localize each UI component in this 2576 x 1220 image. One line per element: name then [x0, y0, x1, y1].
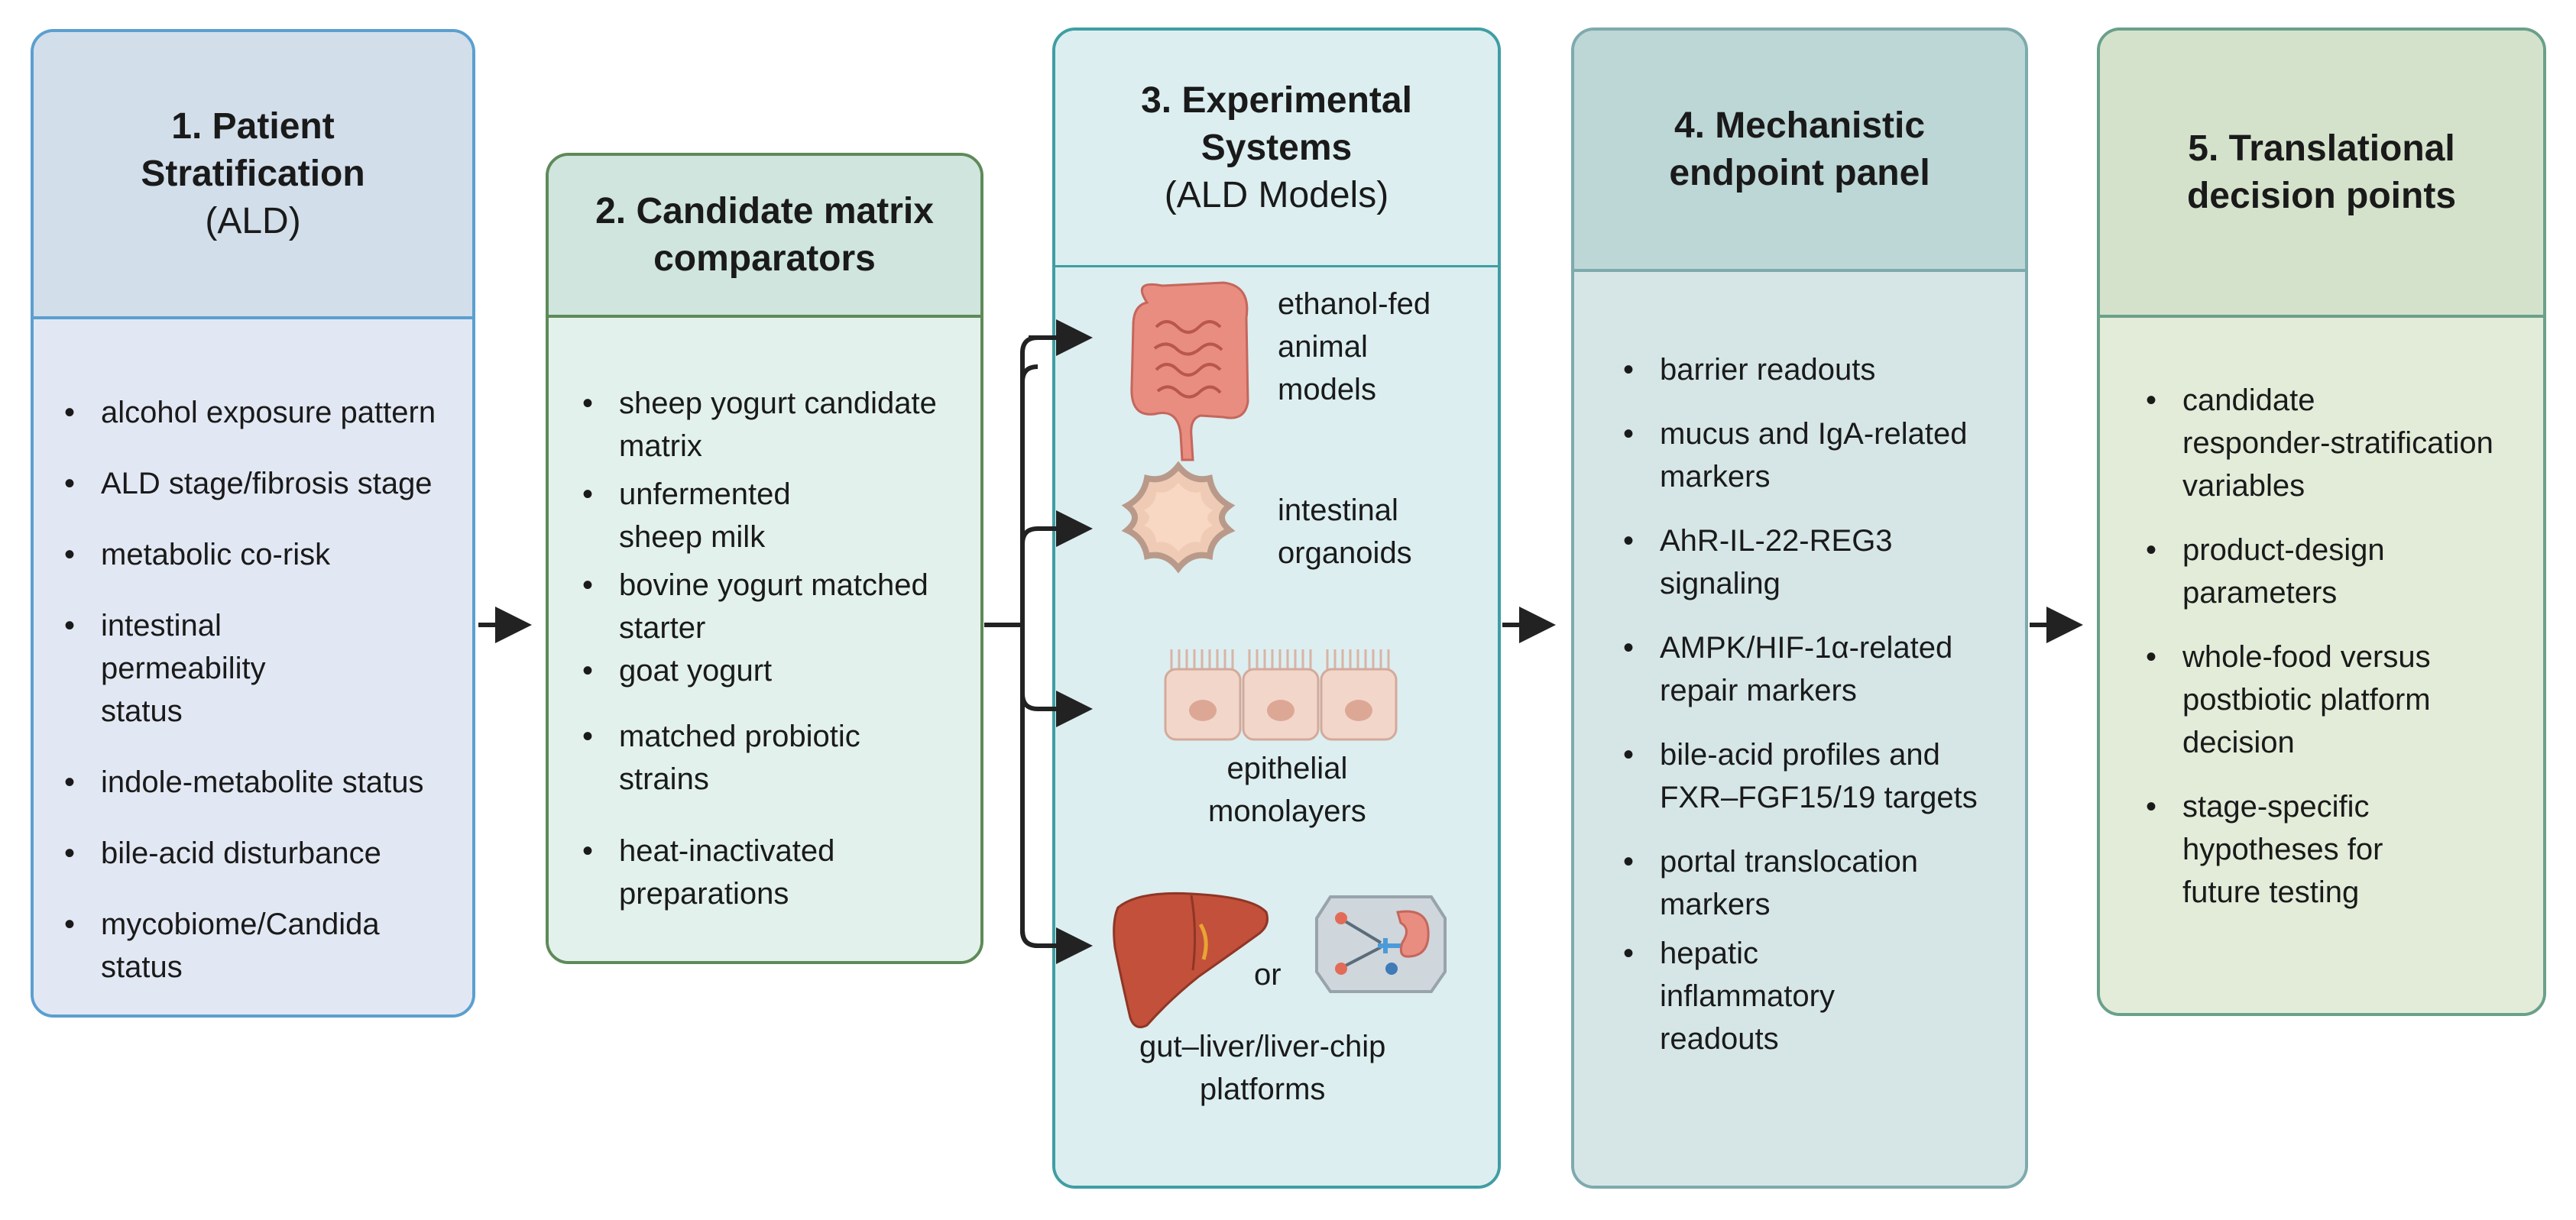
- panel-body: barrier readouts mucus and IgA-related m…: [1574, 272, 2025, 1186]
- list-item: sheep yogurt candidate matrix: [582, 382, 980, 468]
- arrow-branch-top: [1020, 335, 1039, 625]
- arrow-to-organ-chip: [1020, 927, 1093, 964]
- panel-header: 2. Candidate matrix comparators: [549, 156, 980, 318]
- list-item: bovine yogurt matched starter: [582, 564, 980, 649]
- list-item: bile-acid disturbance: [64, 832, 472, 875]
- arrow-to-organoids: [1020, 510, 1093, 547]
- panel-title: 3. Experimental Systems: [1141, 79, 1412, 168]
- panel-translational-decision-points: 5. Translational decision points candida…: [2097, 28, 2546, 1016]
- arrow-to-monolayers: [1020, 691, 1093, 727]
- list-item: metabolic co-risk: [64, 533, 472, 576]
- panel-subtitle: (ALD): [205, 201, 301, 241]
- panel-candidate-matrix-comparators: 2. Candidate matrix comparators sheep yo…: [546, 153, 983, 964]
- list-item: AhR-IL-22-REG3 signaling: [1623, 519, 2025, 605]
- list-item: portal translocation markers: [1623, 840, 2025, 926]
- list-item: AMPK/HIF-1α-related repair markers: [1623, 626, 2025, 712]
- panel-title: 5. Translational decision points: [2186, 128, 2457, 216]
- list-item: product-design parameters: [2146, 529, 2543, 614]
- item-list: sheep yogurt candidate matrix unfermente…: [582, 382, 980, 915]
- panel-header: 4. Mechanistic endpoint panel: [1574, 31, 2025, 272]
- list-item: indole-metabolite status: [64, 761, 472, 804]
- list-item: alcohol exposure pattern: [64, 391, 472, 434]
- list-item: intestinal permeability status: [64, 604, 472, 733]
- panel-patient-stratification: 1. Patient Stratification (ALD) alcohol …: [31, 29, 475, 1018]
- list-item: stage-specific hypotheses for future tes…: [2146, 785, 2543, 914]
- list-item: matched probiotic strains: [582, 715, 980, 801]
- liver-icon: [1113, 892, 1269, 1028]
- item-list: alcohol exposure pattern ALD stage/fibro…: [64, 391, 472, 989]
- panel-title: 1. Patient Stratification: [141, 106, 365, 194]
- list-item: unfermented sheep milk: [582, 473, 980, 558]
- list-item: heat-inactivated preparations: [582, 830, 980, 915]
- organ-chip-icon: [1315, 895, 1447, 993]
- organoid-icon: [1121, 461, 1236, 574]
- panel-experimental-systems: 3. Experimental Systems (ALD Models) eth…: [1052, 28, 1501, 1189]
- list-item: ALD stage/fibrosis stage: [64, 462, 472, 505]
- panel-title: 4. Mechanistic endpoint panel: [1669, 105, 1930, 193]
- panel-header: 5. Translational decision points: [2100, 31, 2543, 318]
- panel-body: candidate responder-stratification varia…: [2100, 318, 2543, 1013]
- panel-title: 2. Candidate matrix comparators: [595, 191, 934, 279]
- system-label-organ-chip: gut–liver/liver-chip platforms: [1139, 1030, 1386, 1106]
- list-item: barrier readouts: [1623, 348, 2025, 391]
- item-list: candidate responder-stratification varia…: [2146, 379, 2543, 914]
- list-item: candidate responder-stratification varia…: [2146, 379, 2543, 507]
- list-item: whole-food versus postbiotic platform de…: [2146, 636, 2543, 764]
- or-label: or: [1254, 958, 1282, 992]
- system-label-monolayers: epithelial monolayers: [1208, 752, 1366, 828]
- panel-header: 1. Patient Stratification (ALD): [34, 32, 472, 319]
- intestine-icon: [1130, 281, 1249, 461]
- panel-mechanistic-endpoints: 4. Mechanistic endpoint panel barrier re…: [1571, 28, 2028, 1189]
- panel-body: sheep yogurt candidate matrix unfermente…: [549, 318, 980, 961]
- system-label-organoids: intestinal organoids: [1278, 494, 1412, 570]
- panel-header: 3. Experimental Systems (ALD Models): [1055, 31, 1498, 267]
- list-item: mycobiome/Candida status: [64, 903, 472, 989]
- list-item: mucus and IgA-related markers: [1623, 413, 2025, 498]
- panel-body: alcohol exposure pattern ALD stage/fibro…: [34, 319, 472, 1015]
- item-list: barrier readouts mucus and IgA-related m…: [1623, 348, 2025, 1060]
- panel-subtitle: (ALD Models): [1164, 174, 1389, 215]
- epithelial-cells-icon: [1164, 649, 1398, 741]
- list-item: goat yogurt: [582, 649, 980, 692]
- list-item: bile-acid profiles and FXR–FGF15/19 targ…: [1623, 733, 2025, 819]
- list-item: hepatic inflammatory readouts: [1623, 932, 2025, 1060]
- system-label-animal-models: ethanol-fed animal models: [1278, 287, 1431, 406]
